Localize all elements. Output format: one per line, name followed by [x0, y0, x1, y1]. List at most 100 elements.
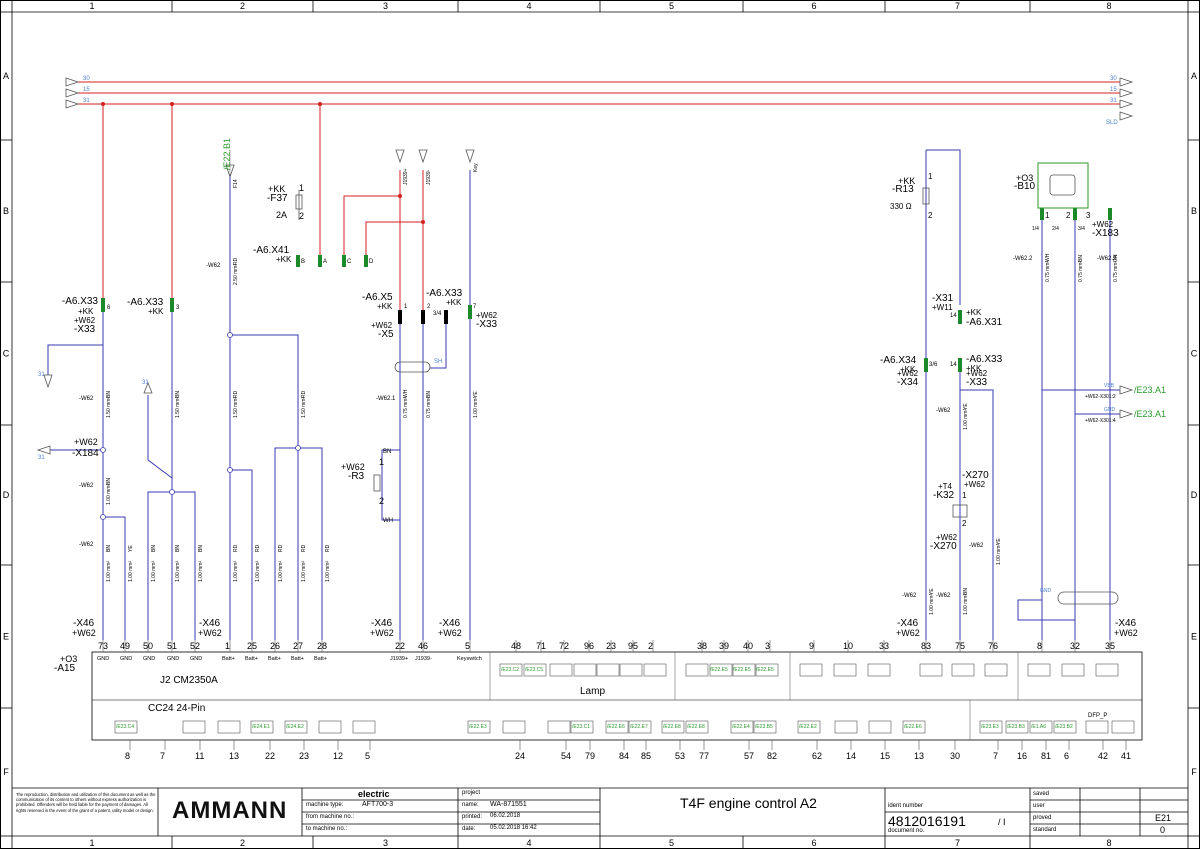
x46-pin-number: 72: [559, 641, 570, 651]
cable-color: BN: [151, 545, 157, 552]
cable-color: RD: [301, 544, 307, 552]
x46-loc-6: +W62: [1114, 628, 1138, 638]
ecu-bottom-pin-number: 5: [365, 751, 371, 761]
x46-tag-3: -X46: [371, 618, 393, 629]
row-label: C: [1191, 349, 1198, 359]
ecu-bottom-pin-number: 85: [641, 751, 652, 761]
bus-label-sld: SLD: [1106, 120, 1118, 126]
ecu-loc: +O3: [60, 654, 78, 664]
x46-pin-number: 9: [809, 641, 815, 651]
ecu-pin-label: GND: [167, 656, 180, 662]
x46-pin-number: 46: [418, 641, 429, 651]
ecu-bottom-pin-number: 24: [515, 751, 526, 761]
cable-tag: -W62: [936, 593, 951, 599]
disclaimer: The reproduction, distribution and utili…: [16, 792, 156, 813]
ecu-bottom-pin-number: 62: [812, 751, 823, 761]
ref-e22b1[interactable]: /E22.B1: [222, 137, 232, 170]
column-label: 8: [1106, 838, 1111, 848]
cable-size: 1.00 mm²: [151, 560, 157, 582]
ecu-bottom-pin-number: 16: [1017, 751, 1028, 761]
a6x33-r-loc2: +W62: [966, 369, 988, 378]
x46-pin-number: 48: [511, 641, 522, 651]
row-label: B: [3, 206, 9, 216]
x31-loc: +W11: [932, 303, 953, 312]
date-label: date:: [462, 826, 476, 832]
ecu-pin-label: GND: [143, 656, 156, 662]
row-label: C: [3, 349, 10, 359]
a6x34-loc: +KK: [900, 365, 916, 374]
row-label: E: [3, 632, 9, 642]
a6x33-c-loc: +KK: [446, 298, 462, 307]
x46-pin-number: 3: [765, 641, 771, 651]
a6x5-tag: -A6.X5: [362, 292, 393, 303]
ecu-bottom-pin-number: 54: [561, 751, 572, 761]
ecu-pin-label: Batt+: [245, 656, 258, 662]
ecu-bottom-pin-number: 79: [585, 751, 596, 761]
a6x33-left-loc2: +W62: [74, 316, 96, 325]
a6x33-c-pin: 3/4: [433, 311, 442, 317]
cable-size: 1.00 mm²: [255, 560, 261, 582]
a6x5-loc: +KK: [377, 302, 393, 311]
ecu-bottom-pin-number: 23: [299, 751, 310, 761]
r13-tag: -R13: [892, 184, 914, 195]
x46-tag-5: -X46: [897, 618, 919, 629]
ecu-ref-bottom: /E23.B5: [755, 724, 773, 730]
a6x41-pin-a: A: [323, 259, 328, 265]
k32-loc: +T4: [938, 482, 953, 491]
x46-pin-number: 26: [270, 641, 281, 651]
ecu-bottom-pin-number: 6: [1064, 751, 1070, 761]
column-label: 1: [89, 838, 94, 848]
x31-pin: 14: [950, 313, 957, 319]
ecu-ref-bottom: /E22.E2: [799, 724, 817, 730]
column-label: 7: [955, 838, 960, 848]
shield-ellipse-gnd: [1057, 591, 1119, 605]
x46-pin-number: 27: [293, 641, 304, 651]
x184-tag: -X184: [72, 448, 99, 459]
a6x33-c-tag: -A6.X33: [426, 288, 463, 299]
ecu-bottom-pin-number: 81: [1041, 751, 1052, 761]
ecu-ref-top: /E23.C2: [501, 667, 520, 673]
bus-ref-31-c: 31: [142, 380, 149, 386]
x46-pin-number: 25: [247, 641, 258, 651]
ref-e23a1-a[interactable]: /E23.A1: [1134, 385, 1167, 395]
ecu-ref-bottom: /E23.C4: [116, 724, 135, 730]
cable-size: 1.50 mm²: [175, 396, 181, 418]
ref-e23a1-b[interactable]: /E23.A1: [1134, 409, 1167, 419]
shield-ellipse: [394, 361, 431, 373]
b10-pinlabel1: 1/4: [1032, 226, 1039, 232]
column-label: 8: [1106, 1, 1111, 11]
name-label: name:: [462, 802, 479, 808]
a6x33-left-tag2: -X33: [74, 324, 96, 335]
ammann-logo: AMMANN: [172, 797, 288, 824]
ecu-bottom-pin-number: 82: [767, 751, 778, 761]
cable-color: YE: [996, 538, 1002, 545]
cable-tag: -W62: [79, 483, 94, 489]
a6x34-tag: -A6.X34: [880, 355, 917, 366]
x46-tag-6: -X46: [1115, 618, 1137, 629]
project-label: project: [462, 790, 481, 796]
cable-tag: -W62: [969, 543, 984, 549]
machine-type-label: machine type:: [306, 802, 344, 808]
row-label: B: [1191, 206, 1197, 216]
row-label: D: [3, 490, 10, 500]
a6x33-left-tag: -A6.X33: [61, 296, 98, 307]
column-label: 3: [383, 1, 388, 11]
cable-size: 1.00 mm²: [175, 560, 181, 582]
x46-pin-number: 71: [536, 641, 547, 651]
r3-top: BN: [383, 449, 392, 455]
x46-pin-number: 23: [606, 641, 617, 651]
a6x33-left-pin: 6: [107, 305, 111, 311]
column-label: 6: [811, 838, 816, 848]
proved-label: proved: [1033, 815, 1052, 821]
r3-bottom: WH: [383, 518, 393, 524]
ecu-ref-bottom: /E22.E6: [904, 724, 922, 730]
f37-pin1: 1: [299, 183, 305, 193]
row-label: A: [3, 71, 9, 81]
ident-label: ident number: [888, 803, 924, 809]
cable-size: 1.00 mm²: [996, 543, 1002, 565]
cable-color: BN: [106, 545, 112, 552]
column-label: 5: [669, 838, 674, 848]
x46-pin-number: 1: [225, 641, 231, 651]
cable-size: 1.00 mm²: [128, 560, 134, 582]
